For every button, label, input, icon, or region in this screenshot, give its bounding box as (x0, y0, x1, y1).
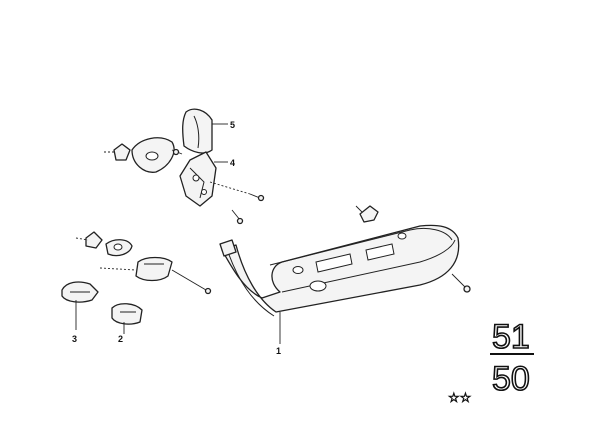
clip-right (355, 205, 379, 223)
base-plate-upper (104, 137, 183, 173)
part-5-cover (182, 108, 213, 154)
callout-1: 1 (276, 346, 281, 356)
base-plate-lower (75, 231, 133, 257)
callout-5: 5 (230, 120, 235, 130)
group-number-bottom: 50 (492, 360, 530, 398)
group-number-top: 51 (492, 318, 530, 356)
group-number: 51 50 (490, 317, 534, 399)
part-2-cover (111, 303, 143, 334)
star-marks: ☆☆ (448, 391, 471, 406)
screw-arm (231, 209, 244, 225)
lower-mount (99, 256, 212, 295)
screw-armrest (451, 273, 471, 293)
part-3-cover (61, 281, 99, 330)
part-4-bracket (179, 151, 265, 207)
part-1-armrest (219, 224, 460, 317)
callout-3: 3 (72, 334, 77, 344)
callout-4: 4 (230, 158, 235, 168)
callout-2: 2 (118, 334, 123, 344)
